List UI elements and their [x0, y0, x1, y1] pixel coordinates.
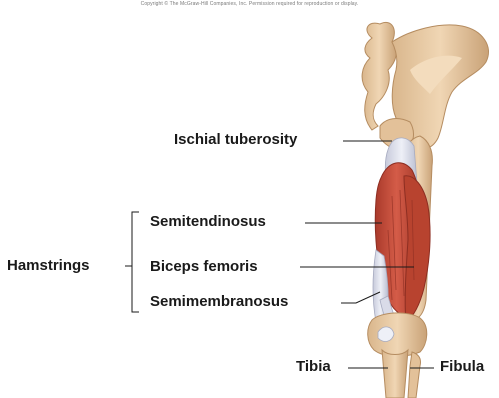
pelvis-bone: [362, 22, 488, 150]
tibia-bone: [382, 350, 408, 398]
label-hamstrings: Hamstrings: [7, 257, 90, 275]
knee-and-lower-leg: [368, 313, 427, 398]
label-tibia: Tibia: [296, 358, 331, 376]
label-biceps-femoris: Biceps femoris: [150, 258, 258, 276]
sacrum-bone: [362, 22, 396, 130]
fibula-bone: [408, 352, 421, 398]
label-semimembranosus: Semimembranosus: [150, 293, 288, 311]
label-ischial-tuberosity: Ischial tuberosity: [174, 131, 297, 149]
knee-joint: [368, 313, 427, 356]
label-semitendinosus: Semitendinosus: [150, 213, 266, 231]
label-fibula: Fibula: [440, 358, 484, 376]
hamstrings-bracket: [132, 212, 139, 312]
